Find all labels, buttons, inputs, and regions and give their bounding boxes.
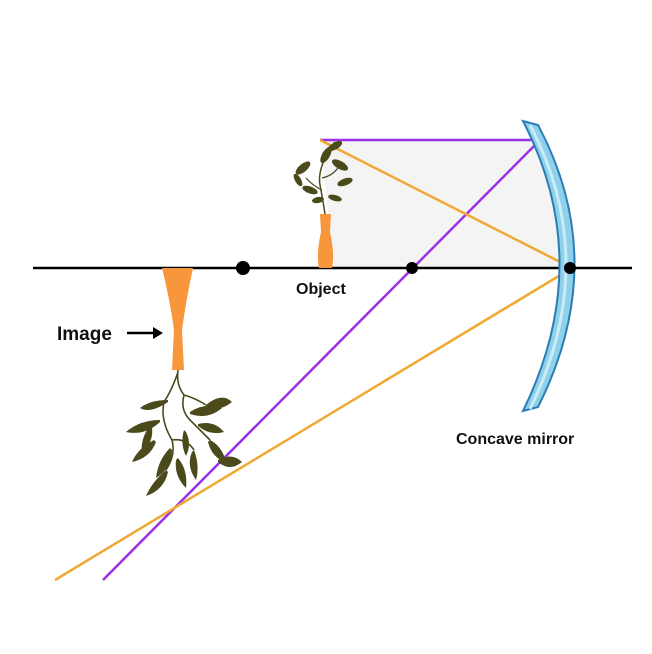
incident-ray-to-pole xyxy=(319,138,573,270)
image-label: Image xyxy=(57,324,112,345)
arrow-right-icon xyxy=(127,327,163,339)
object-label: Object xyxy=(296,281,346,298)
reflected-ray-through-focus xyxy=(102,139,541,581)
object-vase xyxy=(317,214,334,268)
concave-mirror xyxy=(521,119,576,413)
center-of-curvature-point xyxy=(236,261,250,275)
image-stem xyxy=(162,369,211,471)
object-plant xyxy=(293,140,353,268)
focus-point xyxy=(406,262,418,274)
pole-point xyxy=(564,262,576,274)
mirror-label: Concave mirror xyxy=(456,431,574,448)
image-plant xyxy=(126,268,242,496)
reflected-ray-from-pole xyxy=(54,266,573,582)
image-vase xyxy=(162,268,193,370)
